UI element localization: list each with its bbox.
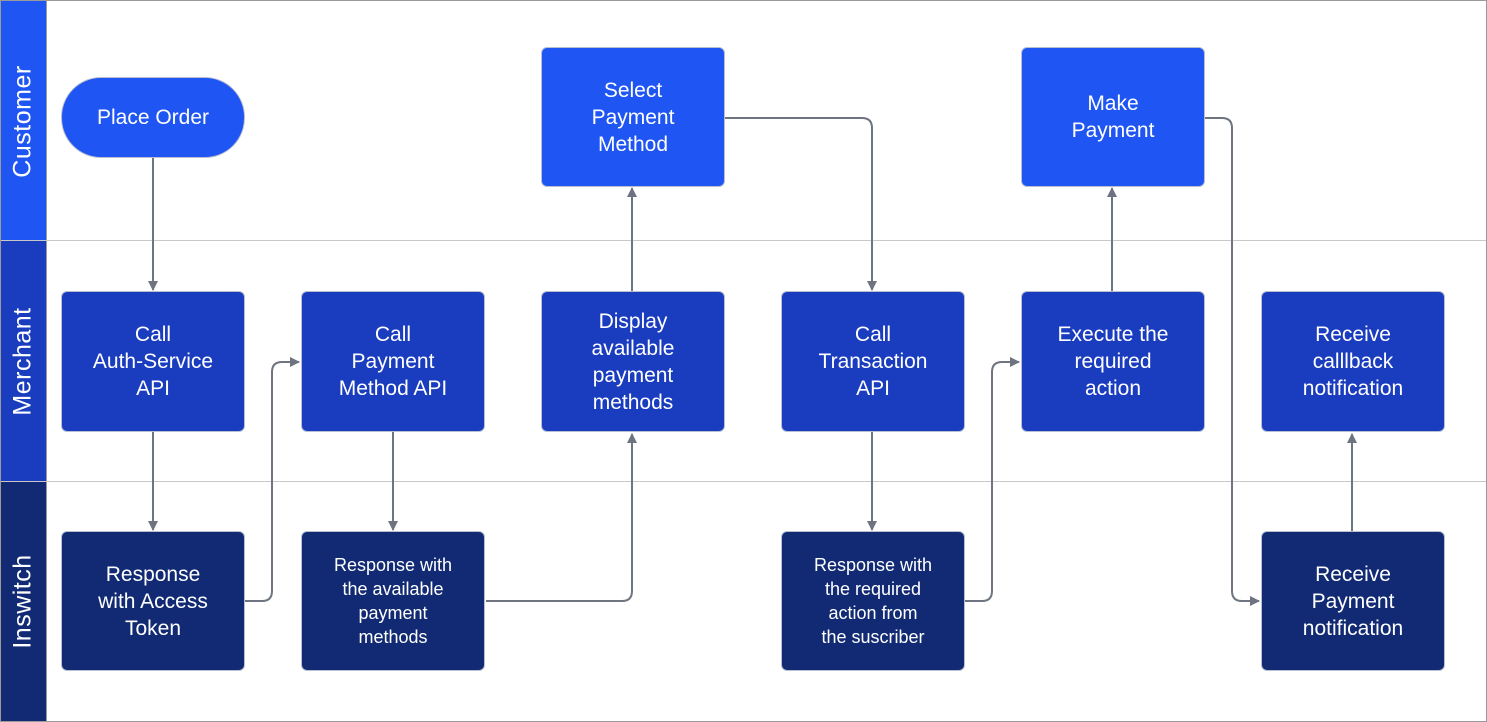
node-make-payment[interactable]: Make Payment [1021,47,1205,187]
node-call-transaction-api-label: Call Transaction API [818,323,928,400]
node-receive-callback-notification[interactable]: Receive calllback notification [1261,291,1445,432]
arrow-response-action-to-execute [965,357,1020,602]
node-place-order-label: Place Order [96,106,210,129]
arrow-response-methods-to-display [486,433,637,602]
node-call-payment-method-api[interactable]: Call Payment Method API [301,291,485,432]
node-select-payment-method-label: Select Payment Method [591,78,675,156]
node-receive-payment-notification[interactable]: Receive Payment notification [1261,531,1445,671]
lane-separator-customer-merchant [1,240,1486,241]
node-make-payment-label: Make Payment [1071,92,1155,142]
lane-label-merchant: Merchant [1,241,46,481]
node-select-payment-method[interactable]: Select Payment Method [541,47,725,187]
node-display-available-payment-methods-label: Display available payment methods [591,309,675,414]
node-response-required-action[interactable]: Response with the required action from t… [781,531,965,671]
node-execute-required-action[interactable]: Execute the required action [1021,291,1205,432]
node-receive-payment-notification-label: Receive Payment notification [1302,562,1404,640]
node-display-available-payment-methods[interactable]: Display available payment methods [541,291,725,432]
node-receive-callback-notification-label: Receive calllback notification [1302,323,1404,400]
node-call-transaction-api[interactable]: Call Transaction API [781,291,965,432]
lane-label-inswitch: Inswitch [1,481,46,721]
node-execute-required-action-label: Execute the required action [1057,323,1169,400]
node-call-payment-method-api-label: Call Payment Method API [338,323,448,400]
node-response-available-methods-label: Response with the available payment meth… [333,555,453,647]
arrow-make-payment-to-payment-notification [1205,117,1260,606]
node-response-required-action-label: Response with the required action from t… [813,555,933,647]
node-call-auth-service-api-label: Call Auth-Service API [92,323,214,400]
lane-separator-merchant-inswitch [1,481,1486,482]
arrow-select-to-transaction-api [725,117,877,291]
node-call-auth-service-api[interactable]: Call Auth-Service API [61,291,245,432]
node-place-order[interactable]: Place Order [61,77,245,158]
lane-label-divider [46,1,47,721]
lane-label-customer: Customer [1,1,46,241]
arrow-response-token-to-payment-method-api [245,357,300,602]
node-response-access-token-label: Response with Access Token [98,562,208,640]
node-response-access-token[interactable]: Response with Access Token [61,531,245,671]
node-response-available-methods[interactable]: Response with the available payment meth… [301,531,485,671]
